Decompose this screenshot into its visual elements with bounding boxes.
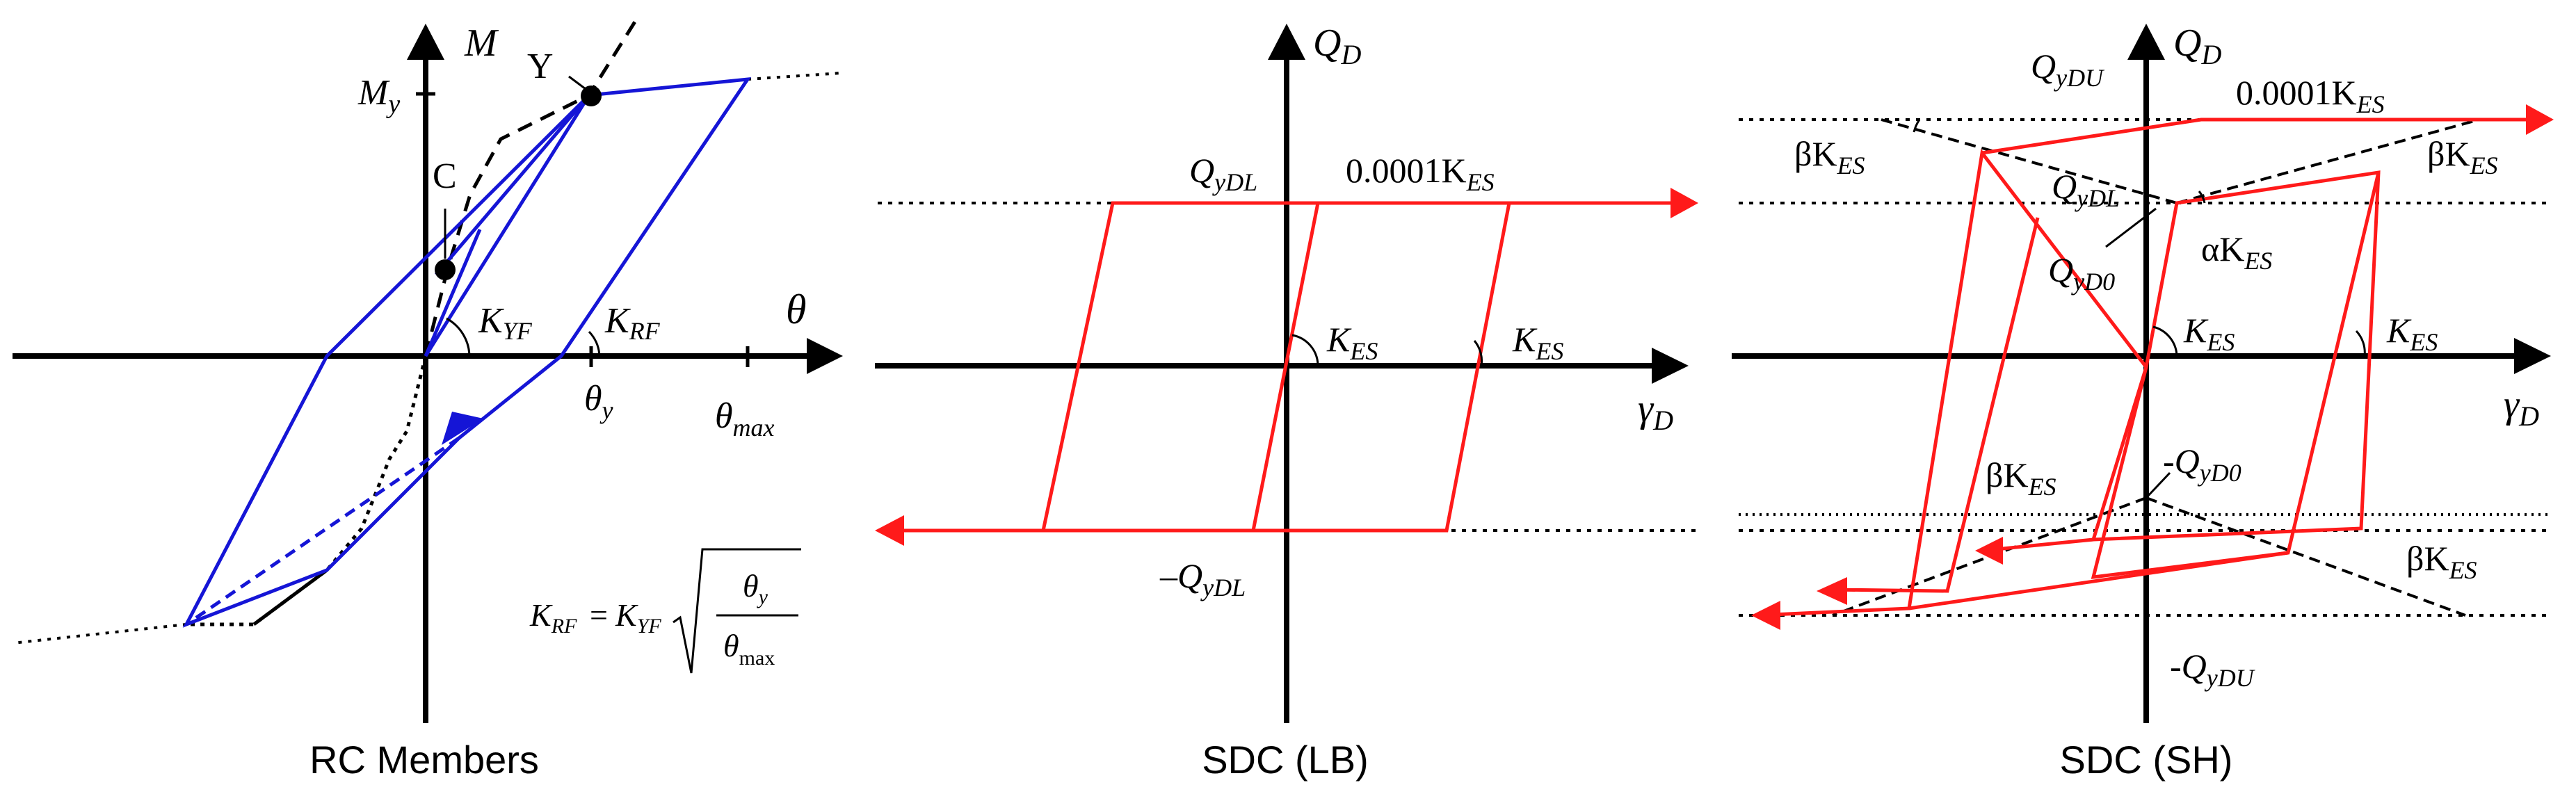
sh-alpha-label: αKES	[2201, 229, 2272, 275]
rc-theta-max-label: θmax	[715, 396, 775, 442]
rc-backbone-left	[12, 623, 187, 645]
sh-outer-loop	[1755, 148, 2289, 617]
rc-y-leader1	[568, 75, 586, 90]
lb-arrow-right	[1671, 188, 1698, 218]
sh-neg-qydu-label: -QyDU	[2170, 647, 2255, 692]
sh-arc-kes2	[2355, 330, 2366, 357]
rc-arc-kyf	[446, 317, 471, 357]
sh-x-axis-arrow	[2514, 338, 2551, 374]
sh-arrow-right	[2526, 104, 2554, 135]
sh-y-axis-arrow	[2127, 24, 2165, 60]
rc-unloading-dashed	[185, 436, 460, 626]
sh-k-small-label: 0.0001KES	[2236, 73, 2385, 118]
rc-kyf-label: KYF	[478, 301, 533, 345]
sh-arc-kes1	[2152, 325, 2178, 357]
formula-denominator: θmax	[723, 628, 775, 670]
sh-qydl-label: QyDL	[2052, 167, 2120, 212]
rc-caption: RC Members	[309, 738, 539, 782]
sh-neg-qyd0-leader	[2145, 471, 2171, 499]
sh-arrow-left-1	[1751, 601, 1780, 630]
sh-bk3-label: βKES	[1986, 455, 2056, 501]
rc-arc-krf	[588, 330, 601, 357]
rc-theta-y-label: θy	[584, 379, 613, 424]
rc-point-y	[581, 86, 602, 106]
formula-equals: =	[590, 597, 608, 633]
rc-krf-label: KRF	[604, 301, 661, 345]
lb-neg-qydl-label: –QyDL	[1159, 556, 1246, 601]
sh-qyd0-label: QyD0	[2048, 250, 2115, 296]
sh-qyd0-leader	[2105, 207, 2157, 248]
rc-x-axis-arrow	[807, 338, 843, 374]
sh-qydu-label: QyDU	[2031, 47, 2104, 92]
sh-arrow-left-2	[1817, 577, 1847, 605]
sh-caption: SDC (SH)	[2060, 738, 2233, 782]
lb-arc-kes2	[1473, 340, 1483, 366]
sh-hysteresis-loop	[2091, 170, 2381, 542]
rc-axis-m-label: M	[464, 22, 499, 65]
formula-sqrt-sign	[673, 548, 801, 674]
rc-point-y-label: Y	[527, 47, 554, 86]
rc-point-c-label: C	[433, 156, 457, 196]
sh-bk2-label: βKES	[2427, 134, 2498, 179]
lb-qydl-label: QyDL	[1189, 151, 1257, 196]
sh-mid-loop	[1981, 118, 2531, 155]
lb-kes2-label: KES	[1512, 320, 1563, 365]
formula-kyf: KYF	[615, 597, 661, 638]
rc-krf-formula: KRF = KYF θy θmax	[529, 548, 801, 674]
lb-hysteresis-loop	[1040, 201, 1676, 533]
panel-rc-members: M θ My C Y KYF KRF θy θmax KRF = KYF θy …	[12, 13, 843, 782]
sh-axis-gamma-label: γD	[2504, 383, 2539, 432]
sh-neg-path	[1908, 172, 2381, 610]
lb-x-axis-arrow	[1652, 348, 1689, 384]
lb-kes1-label: KES	[1326, 320, 1378, 365]
rc-point-c	[435, 259, 456, 280]
sh-alpha-guide	[2176, 118, 2480, 204]
rc-y-axis-arrow	[407, 24, 444, 60]
rc-backbone-negative-solid	[252, 568, 328, 626]
sh-beta-guide-top	[1881, 118, 2177, 204]
rc-my-label: My	[357, 73, 400, 119]
panel-sdc-lb: QD γD QyDL 0.0001KES KES KES –QyDL SDC (…	[875, 22, 1698, 782]
rc-backbone-dashed	[424, 13, 642, 357]
lb-arrow-left	[875, 515, 904, 546]
lb-axis-gamma-label: γD	[1638, 387, 1673, 436]
sh-inner-left-line	[1995, 537, 2094, 551]
sh-inner-branch	[1828, 217, 2040, 593]
lb-axis-q-label: QD	[1313, 22, 1361, 70]
lb-y-axis-arrow	[1268, 24, 1305, 60]
panel-sdc-sh: QD γD QyDU 0.0001KES βKES βKES QyDL QyD0…	[1732, 22, 2554, 782]
lb-arc-kes1	[1291, 334, 1319, 366]
sh-arrow-left-3	[1975, 537, 2003, 565]
sh-axis-q-label: QD	[2173, 22, 2221, 70]
lb-k-small-label: 0.0001KES	[1346, 151, 1495, 196]
sh-beta-guide-bottom	[2146, 496, 2466, 617]
rc-cycle-line	[435, 94, 590, 276]
sh-arc-alpha	[2198, 191, 2206, 204]
sh-bk1-label: βKES	[1794, 134, 1865, 179]
rc-axis-theta-label: θ	[786, 286, 806, 332]
sh-kes1-label: KES	[2183, 311, 2235, 356]
lb-caption: SDC (LB)	[1202, 738, 1369, 782]
sh-neg-qyd0-label: -QyD0	[2163, 442, 2241, 487]
formula-numerator: θy	[743, 568, 768, 608]
rc-hysteresis-loop	[182, 76, 752, 628]
sh-kes2-label: KES	[2386, 311, 2438, 356]
formula-lhs: KRF	[529, 597, 577, 638]
sh-arc-beta-top	[1913, 119, 1921, 133]
rc-backbone-negative	[186, 355, 428, 626]
sh-bk4-label: βKES	[2406, 539, 2477, 584]
rc-backbone-right	[747, 72, 842, 81]
rc-unloading-arrow	[442, 412, 483, 445]
